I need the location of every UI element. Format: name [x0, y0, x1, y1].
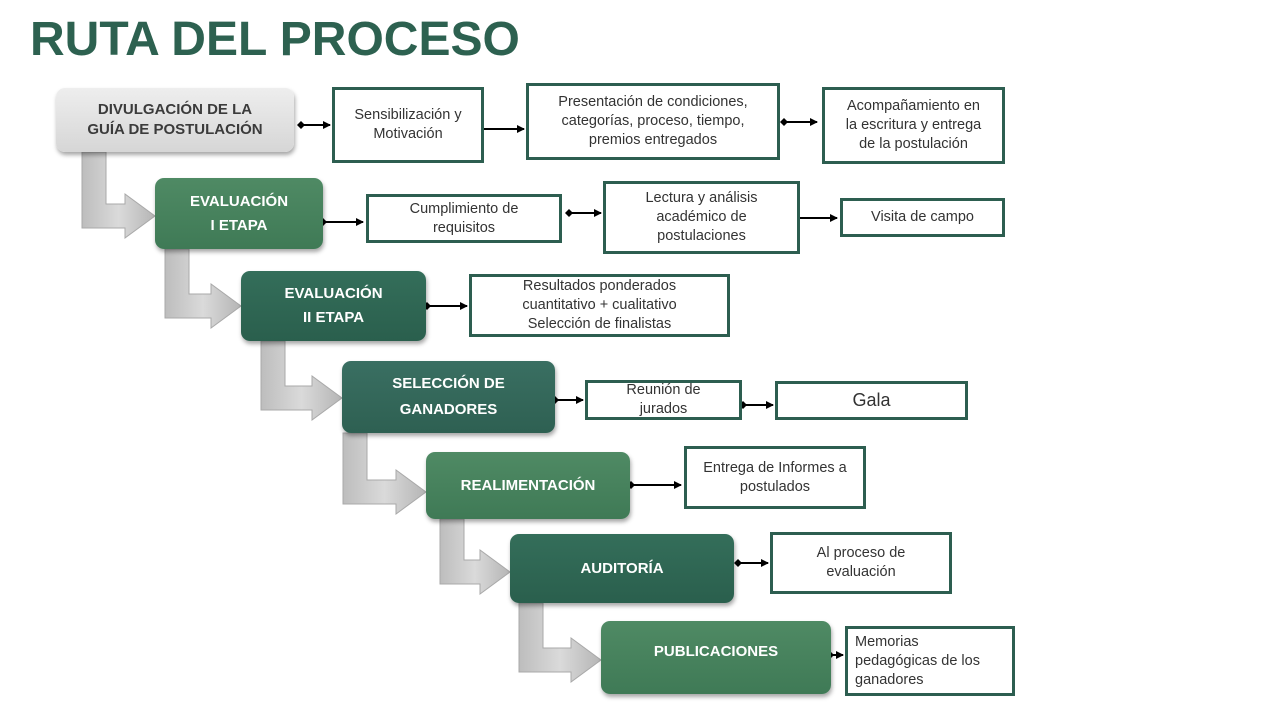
step-reunion-jurados: Reunión de jurados [585, 380, 742, 420]
bent-arrow-icon [439, 518, 511, 595]
step-proceso-evaluacion: Al proceso de evaluación [770, 532, 952, 594]
stage-divulgacion: DIVULGACIÓN DE LA GUÍA DE POSTULACIÓN [56, 88, 294, 152]
step-presentacion: Presentación de condiciones, categorías,… [526, 83, 780, 160]
bent-arrow-icon [342, 432, 427, 515]
step-acompanamiento: Acompañamiento en la escritura y entrega… [822, 87, 1005, 164]
stage-publicaciones: PUBLICACIONES [601, 621, 831, 694]
bent-arrow-icon [81, 151, 156, 239]
step-gala: Gala [775, 381, 968, 420]
step-lectura-analisis: Lectura y análisis académico de postulac… [603, 181, 800, 254]
stage-auditoria: AUDITORÍA [510, 534, 734, 603]
step-memorias: Memorias pedagógicas de los ganadores [845, 626, 1015, 696]
stage-evaluacion-2: EVALUACIÓN II ETAPA [241, 271, 426, 341]
stage-publicaciones-label: PUBLICACIONES [653, 643, 779, 660]
step-visita-campo: Visita de campo [840, 198, 1005, 237]
stage-realimentacion: REALIMENTACIÓN [426, 452, 630, 519]
bent-arrow-icon [518, 602, 602, 683]
stage-evaluacion-1: EVALUACIÓN I ETAPA [155, 178, 323, 249]
step-entrega-informes: Entrega de Informes a postulados [684, 446, 866, 509]
step-sensibilizacion: Sensibilización y Motivación [332, 87, 484, 163]
bent-arrow-icon [164, 248, 242, 329]
step-cumplimiento: Cumplimiento de requisitos [366, 194, 562, 243]
bent-arrow-icon [260, 340, 343, 421]
stage-seleccion-ganadores: SELECCIÓN DE GANADORES [342, 361, 555, 433]
step-resultados: Resultados ponderados cuantitativo + cua… [469, 274, 730, 337]
page-title: RUTA DEL PROCESO [30, 13, 520, 66]
